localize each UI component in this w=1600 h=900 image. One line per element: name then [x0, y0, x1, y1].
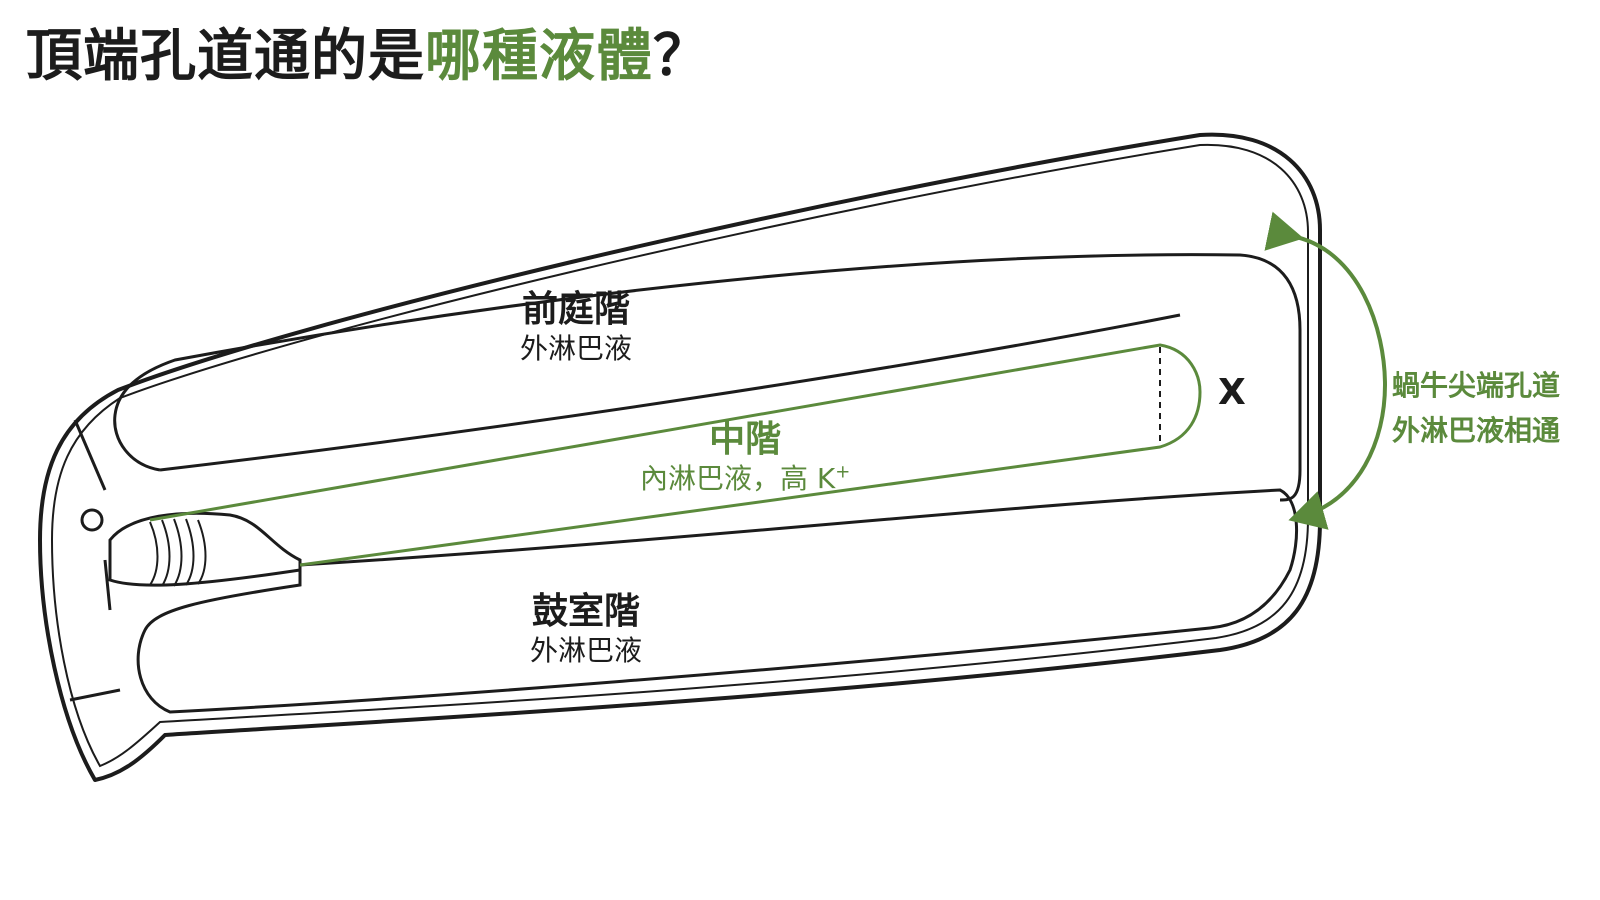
scala-tympani-fluid: 外淋巴液 [530, 634, 643, 668]
outer-wall [38, 132, 1322, 782]
page-title: 頂端孔道通的是哪種液體？ [26, 26, 710, 88]
base-strut-3 [103, 559, 112, 611]
scala-vestibuli-label: 前庭階 外淋巴液 [520, 288, 632, 366]
spiral-ganglion [149, 518, 207, 587]
outer-wall-inner [50, 143, 1309, 768]
helicotrema-note-line1: 蝸牛尖端孔道 [1392, 369, 1561, 402]
modiolus-base [108, 511, 302, 587]
blocked-mark: X [1218, 372, 1246, 413]
scala-vestibuli-fluid: 外淋巴液 [520, 332, 633, 366]
scala-vestibuli-name: 前庭階 [522, 289, 631, 330]
base-strut-2 [69, 688, 121, 702]
base-strut-1 [73, 419, 107, 491]
scala-media-fluid: 內淋巴液，高 K [640, 462, 836, 496]
oval-window [80, 508, 104, 532]
title-end: ？ [653, 24, 710, 89]
scala-tympani-wall [136, 488, 1299, 714]
helicotrema-arrow [1264, 211, 1388, 530]
scala-media-outline [149, 343, 1202, 567]
title-main: 頂端孔道通的是 [26, 24, 425, 89]
scala-tympani-label: 鼓室階 外淋巴液 [530, 590, 642, 668]
title-highlight: 哪種液體 [425, 24, 653, 89]
scala-media-sup: + [835, 461, 851, 483]
scala-vestibuli-floor [159, 313, 1181, 472]
helicotrema-note: 蝸牛尖端孔道 外淋巴液相通 [1392, 364, 1560, 454]
scala-media-label: 中階 內淋巴液，高 K+ [640, 418, 850, 496]
scala-media-name: 中階 [709, 419, 782, 460]
helicotrema-note-line2: 外淋巴液相通 [1392, 413, 1561, 447]
scala-tympani-name: 鼓室階 [532, 591, 641, 632]
